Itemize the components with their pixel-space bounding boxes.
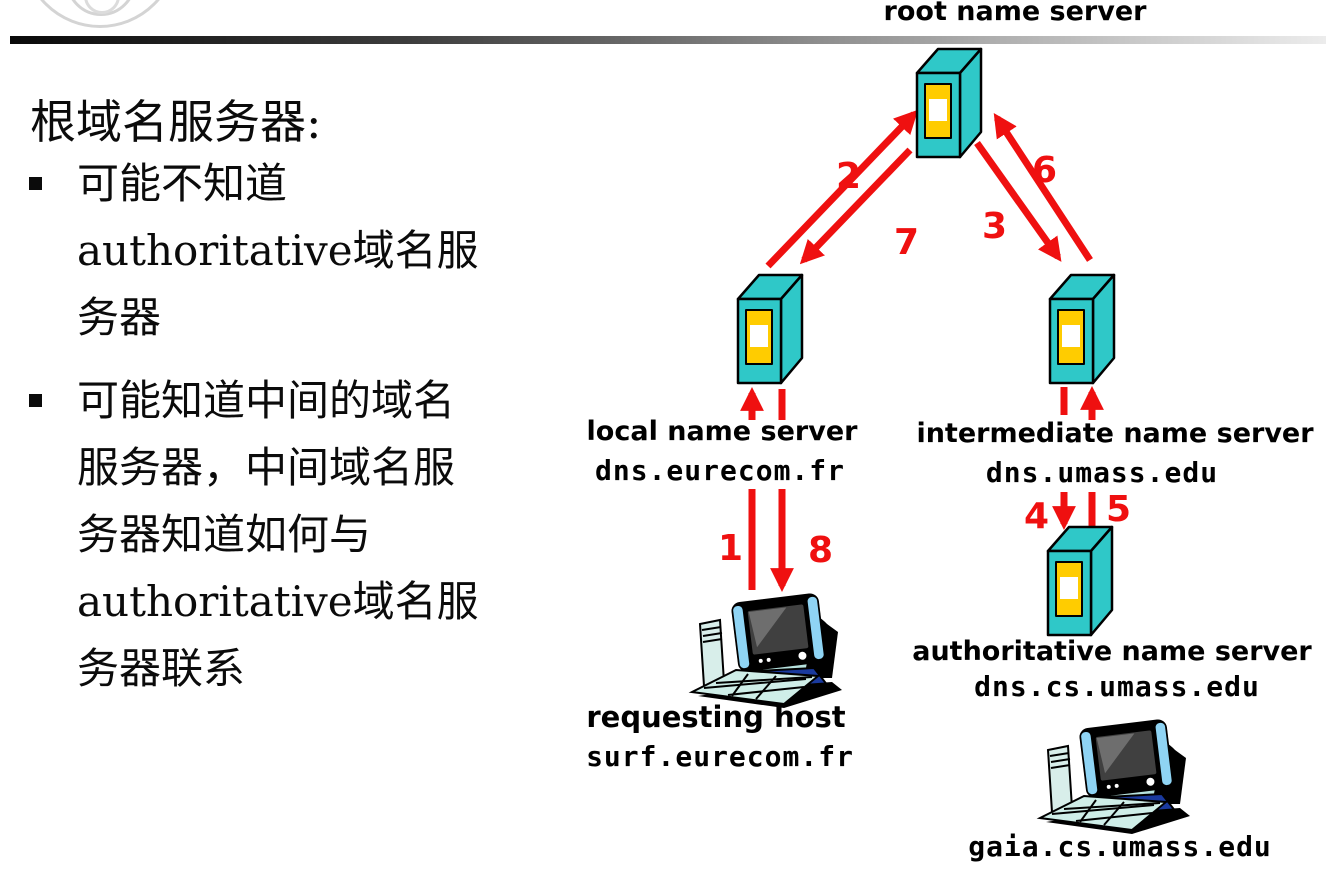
step-label-8: 8 bbox=[808, 530, 834, 571]
authoritative-server-icon bbox=[1046, 524, 1114, 637]
bullet-item: 可能知道中间的域名 服务器，中间域名服 务器知道如何与 authoritativ… bbox=[27, 367, 507, 702]
bullet-item: 可能不知道 authoritative域名服 务器 bbox=[27, 150, 507, 351]
bullet-text: 可能知道中间的域名 服务器，中间域名服 务器知道如何与 authoritativ… bbox=[77, 376, 479, 693]
requesting-host-label: requesting host bbox=[586, 700, 846, 734]
bullet-marker bbox=[29, 177, 42, 190]
authoritative-name-server-hostname: dns.cs.umass.edu bbox=[974, 670, 1260, 703]
bullet-marker bbox=[29, 394, 42, 407]
step-label-4: 4 bbox=[1024, 496, 1050, 537]
authoritative-name-server-label: authoritative name server bbox=[912, 636, 1312, 667]
header-divider bbox=[10, 36, 1326, 44]
requesting-host-hostname: surf.eurecom.fr bbox=[586, 740, 854, 773]
gaia-host-computer-icon bbox=[1036, 718, 1194, 834]
step-label-5: 5 bbox=[1106, 489, 1132, 530]
local-server-icon bbox=[736, 272, 804, 385]
local-name-server-label: local name server bbox=[586, 416, 858, 447]
requesting-host-computer-icon bbox=[688, 592, 846, 708]
root-name-server-label: root name server bbox=[883, 0, 1147, 27]
step-label-2: 2 bbox=[836, 156, 862, 197]
intermediate-name-server-label: intermediate name server bbox=[916, 418, 1314, 449]
local-name-server-hostname: dns.eurecom.fr bbox=[594, 454, 846, 487]
step-label-6: 6 bbox=[1032, 150, 1058, 191]
intermediate-name-server-hostname: dns.umass.edu bbox=[985, 456, 1219, 489]
intermediate-server-icon bbox=[1048, 272, 1116, 385]
step-label-7: 7 bbox=[894, 222, 920, 263]
root-server-icon bbox=[915, 46, 983, 159]
bullet-text: 可能不知道 authoritative域名服 务器 bbox=[77, 159, 479, 342]
resolved-host-hostname: gaia.cs.umass.edu bbox=[968, 830, 1272, 863]
step-label-1: 1 bbox=[718, 528, 744, 569]
step-label-3: 3 bbox=[982, 206, 1008, 247]
page-title: 根域名服务器: bbox=[30, 95, 322, 149]
